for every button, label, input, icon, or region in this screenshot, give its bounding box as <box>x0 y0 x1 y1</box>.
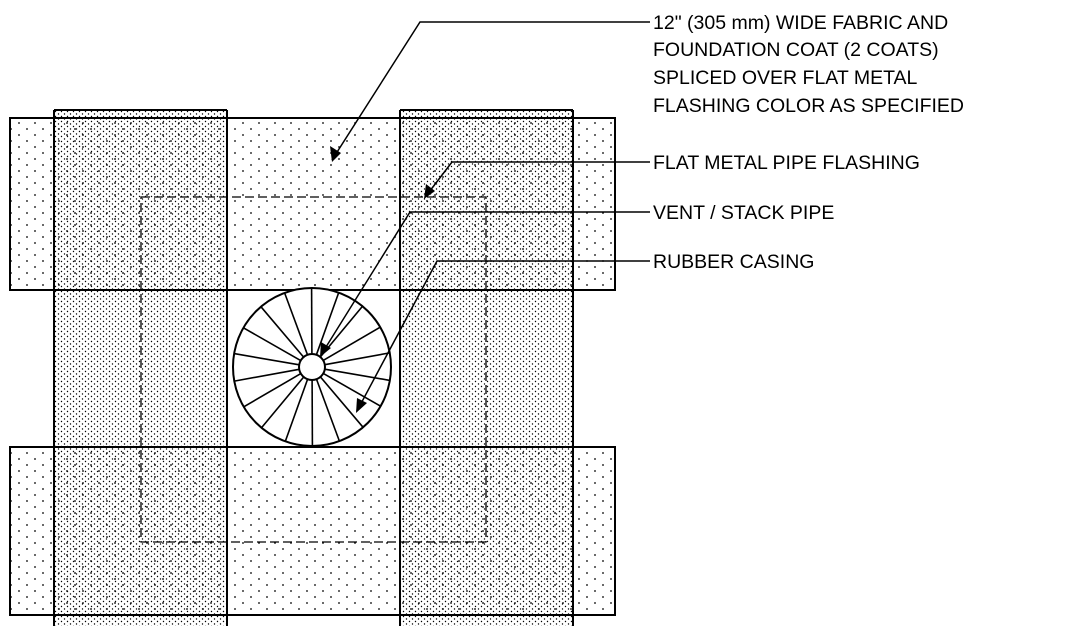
casing-pleat-line <box>234 368 300 382</box>
casing-pleat-line <box>243 372 302 408</box>
flat-metal-flashing-outline <box>140 196 487 543</box>
rubber-casing-leader <box>356 260 650 412</box>
vent-stack-pipe <box>298 353 326 381</box>
fabric-label-line-3: SPLICED OVER FLAT METAL <box>653 67 918 89</box>
casing-pleat-line <box>324 352 390 366</box>
flat-metal-leader <box>425 161 650 197</box>
casing-pleat-line <box>319 376 364 428</box>
fabric-leader <box>331 21 650 161</box>
vent-pipe-leader <box>320 211 650 356</box>
fabric-label-line-1: 12" (305 mm) WIDE FABRIC AND <box>653 12 948 34</box>
casing-pleat-line <box>233 352 300 366</box>
fabric-label-line-2: FOUNDATION COAT (2 COATS) <box>653 39 939 61</box>
flat-metal-label: FLAT METAL PIPE FLASHING <box>653 152 920 174</box>
casing-pleat-line <box>283 292 309 356</box>
casing-pleat-line <box>315 378 341 442</box>
casing-pleat-line <box>322 372 381 407</box>
fabric-arrowhead <box>330 146 341 162</box>
casing-pleat-line <box>324 368 391 382</box>
rubber-casing-label: RUBBER CASING <box>653 251 814 273</box>
casing-pleat-line <box>243 327 302 362</box>
casing-pleat-line <box>322 326 381 362</box>
vent-pipe-label: VENT / STACK PIPE <box>653 202 834 224</box>
callout-labels: 12" (305 mm) WIDE FABRIC AND FOUNDATION … <box>653 12 964 273</box>
casing-pleats <box>233 287 391 447</box>
leader-lines <box>320 21 650 413</box>
casing-pleat-line <box>260 306 305 358</box>
rubber-casing-arrowhead <box>356 398 367 413</box>
fabric-label-line-4: FLASHING COLOR AS SPECIFIED <box>653 95 964 117</box>
flat-metal-arrowhead <box>424 184 435 199</box>
casing-pleat-line <box>260 376 305 429</box>
vent-pipe-arrowhead <box>320 342 331 357</box>
casing-pleat-line <box>315 292 340 356</box>
casing-pleat-line <box>284 378 309 442</box>
